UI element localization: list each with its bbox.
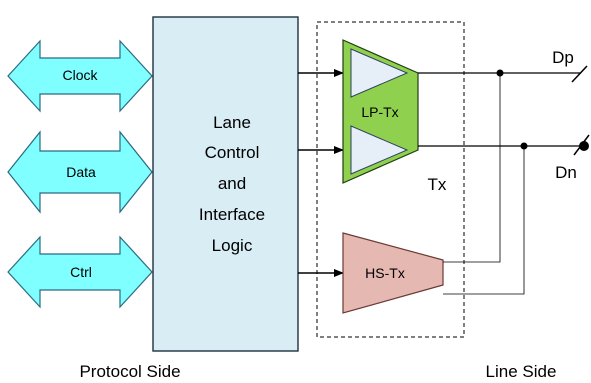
logic-line-2: Control xyxy=(205,143,260,162)
ctrl-arrow-shape xyxy=(7,235,153,309)
data-label: Data xyxy=(66,164,96,180)
ctrl-label: Ctrl xyxy=(70,264,92,280)
tx-group-label: Tx xyxy=(428,175,447,194)
dn-pin: Dn xyxy=(555,134,590,182)
logic-line-4: Interface xyxy=(199,205,265,224)
hs-to-dp-wire xyxy=(443,73,501,263)
lp-tx-upper-driver xyxy=(350,48,409,98)
data-signal-arrow: Data xyxy=(7,130,153,214)
dn-junction-dot xyxy=(520,142,528,150)
dn-label: Dn xyxy=(555,163,577,182)
ctrl-signal-arrow: Ctrl xyxy=(7,235,153,309)
output-wiring xyxy=(418,69,580,295)
lp-tx-lower-driver xyxy=(350,125,409,175)
tx-group-boundary xyxy=(316,21,465,338)
clock-label: Clock xyxy=(62,67,98,83)
clock-arrow-shape xyxy=(7,39,153,113)
logic-line-5: Logic xyxy=(212,236,253,255)
dp-label: Dp xyxy=(552,48,574,67)
dn-pin-tick xyxy=(573,134,590,156)
lane-control-logic-block: Lane Control and Interface Logic xyxy=(152,16,299,352)
hs-to-dn-wire xyxy=(443,146,525,295)
lp-tx-label: LP-Tx xyxy=(361,104,398,120)
data-arrow-shape xyxy=(7,130,153,214)
dn-pin-terminal xyxy=(579,141,589,151)
logic-line-3: and xyxy=(218,174,246,193)
dp-pin-tick xyxy=(571,65,588,83)
hs-tx-label: HS-Tx xyxy=(365,265,405,281)
clock-signal-arrow: Clock xyxy=(7,39,153,113)
dp-junction-dot xyxy=(496,69,504,77)
dp-pin: Dp xyxy=(552,48,588,83)
hs-tx-transmitter: HS-Tx xyxy=(342,232,444,314)
lp-tx-transmitter: LP-Tx xyxy=(342,39,419,184)
protocol-side-caption: Protocol Side xyxy=(79,362,180,381)
logic-line-1: Lane xyxy=(213,113,251,132)
logic-to-tx-arrows xyxy=(298,69,344,277)
hs-tx-body xyxy=(342,232,444,314)
logic-block-box xyxy=(152,16,299,352)
line-side-caption: Line Side xyxy=(486,362,557,381)
